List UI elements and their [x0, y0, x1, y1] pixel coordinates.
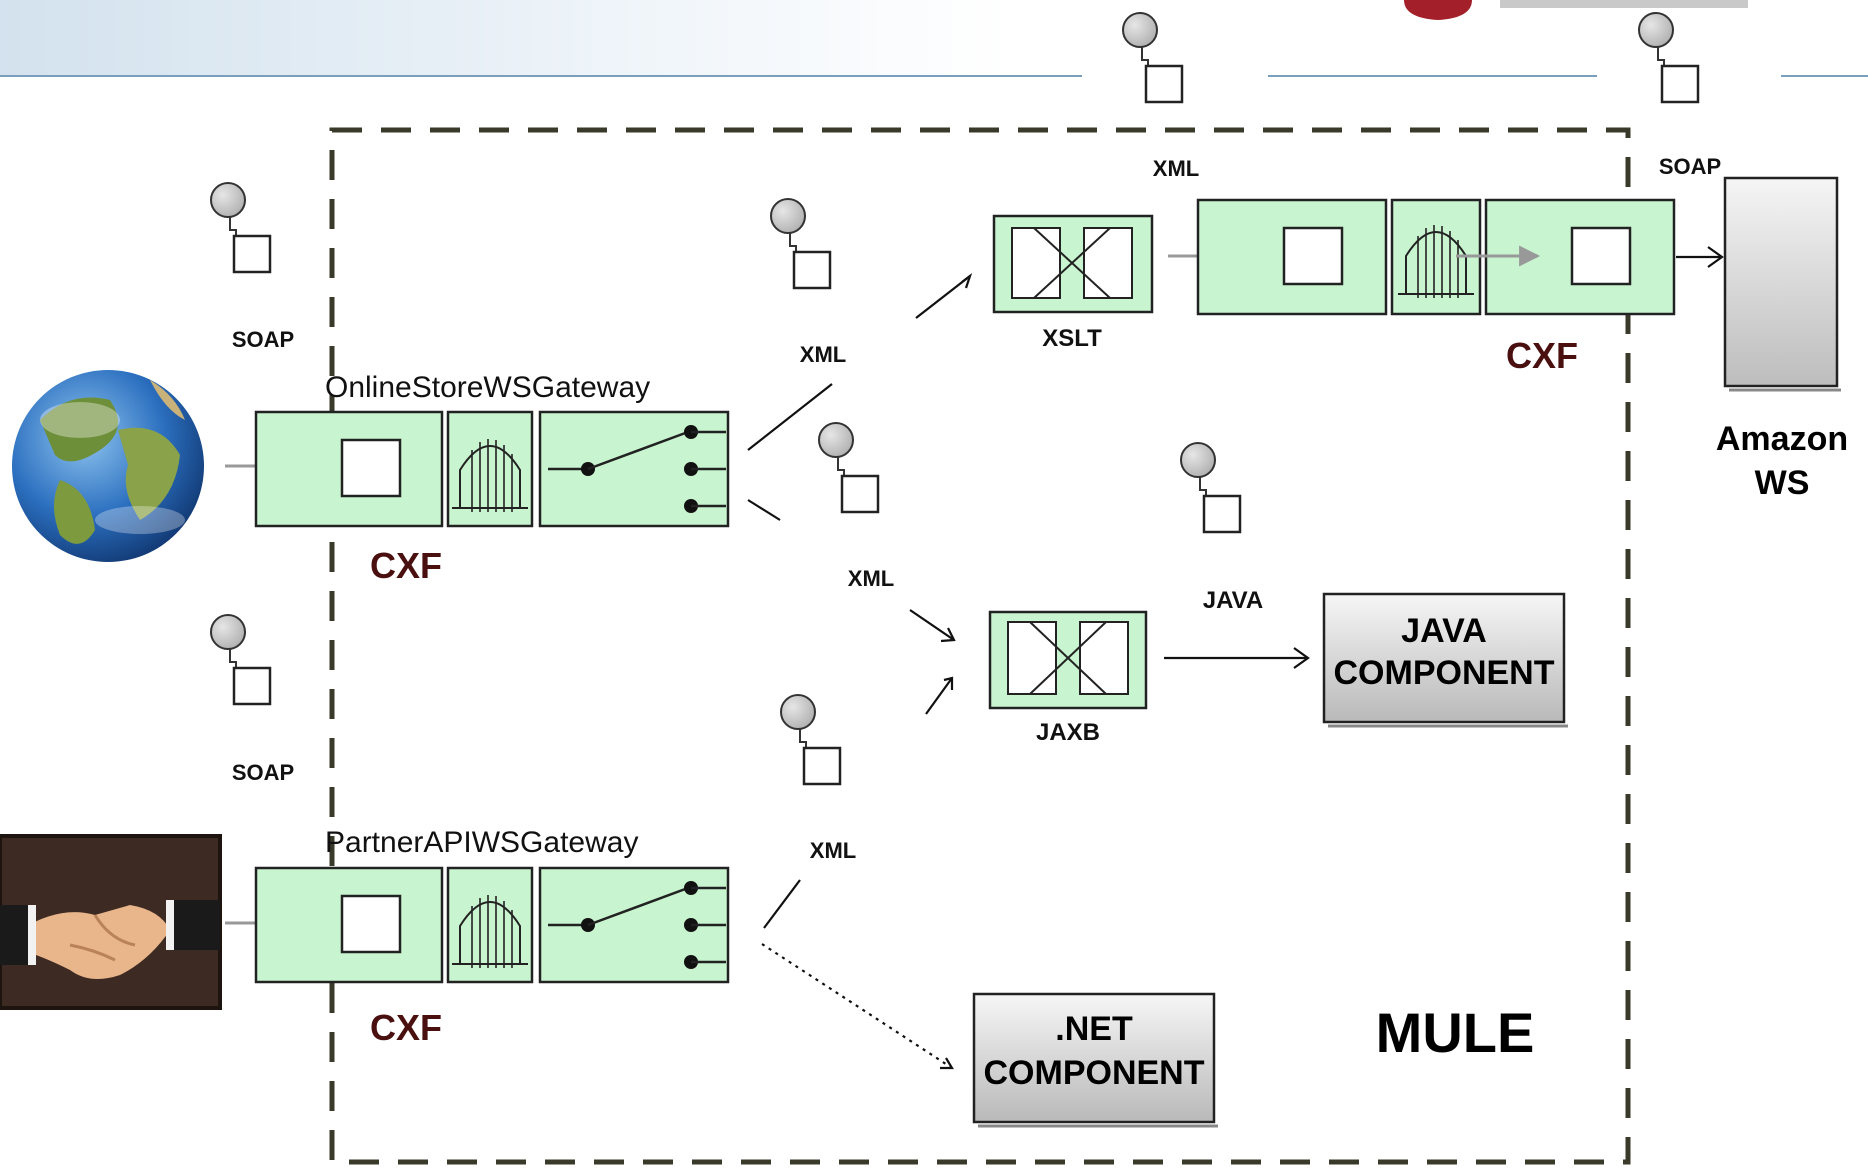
xml-label-3: XML [810, 838, 856, 863]
header-band [0, 0, 1868, 76]
dotnet-component-line1: .NET [1055, 1010, 1133, 1048]
transformer-xslt[interactable] [994, 216, 1152, 312]
message-envelope-icon [211, 615, 270, 704]
xml-label-1: XML [800, 342, 846, 367]
java-component-line2: COMPONENT [1334, 654, 1555, 692]
message-envelope-icon [819, 423, 878, 512]
amazon-ws-label-line1: Amazon [1716, 420, 1848, 458]
gateway-online-store[interactable] [225, 412, 728, 526]
gateway-name-1: OnlineStoreWSGateway [325, 371, 650, 404]
outbound-cxf-endpoint[interactable] [1168, 200, 1674, 314]
message-envelope-icon [1639, 13, 1698, 102]
soap-label-1: SOAP [232, 327, 294, 352]
message-envelope-icon [771, 199, 830, 288]
amazon-ws-label-line2: WS [1755, 464, 1810, 502]
transformer-jaxb[interactable] [990, 612, 1146, 708]
xml-label-2: XML [848, 566, 894, 591]
xslt-label: XSLT [1042, 325, 1102, 352]
java-label: JAVA [1203, 587, 1263, 614]
dotnet-component-line2: COMPONENT [984, 1054, 1205, 1092]
message-envelope-icon [1123, 13, 1182, 102]
message-envelope-icon [211, 183, 270, 272]
message-envelope-icon [781, 695, 840, 784]
java-component-line1: JAVA [1401, 612, 1487, 650]
soap-label-top: SOAP [1659, 154, 1721, 179]
amazon-ws-service[interactable] [1725, 178, 1841, 390]
message-envelope-icon [1181, 443, 1240, 532]
mule-label: MULE [1376, 1001, 1535, 1064]
jaxb-label: JAXB [1036, 719, 1100, 746]
cxf-label-outbound: CXF [1506, 335, 1578, 376]
handshake-icon [0, 836, 220, 1008]
cxf-label-1: CXF [370, 545, 442, 586]
xml-label-top: XML [1153, 156, 1199, 181]
connector-lines [748, 276, 970, 1068]
gateway-name-2: PartnerAPIWSGateway [325, 826, 638, 859]
globe-icon [12, 370, 204, 562]
mulesoft-logo [1404, 0, 1748, 20]
soap-label-2: SOAP [232, 760, 294, 785]
cxf-label-2: CXF [370, 1007, 442, 1048]
gateway-partner-api[interactable] [225, 868, 728, 982]
